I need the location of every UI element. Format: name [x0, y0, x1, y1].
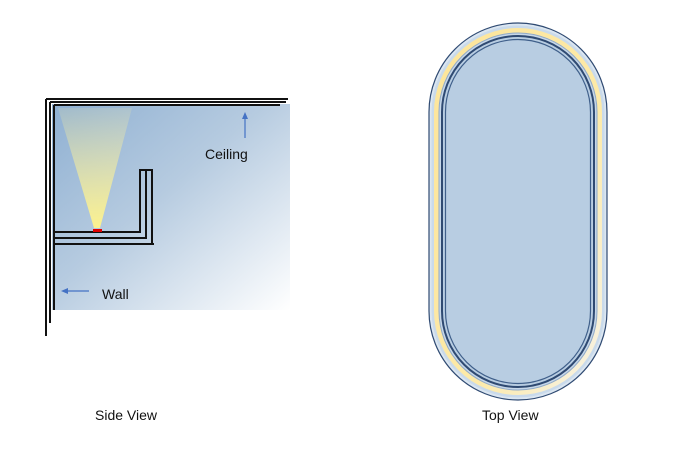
- wall-lines: [45, 99, 55, 336]
- wall-label: Wall: [102, 286, 129, 302]
- cove-shelf: [54, 169, 154, 245]
- side-view-caption: Side View: [95, 407, 158, 423]
- inner-outline-mid: [444, 38, 592, 385]
- led-strip: [93, 229, 102, 232]
- light-beam: [58, 108, 132, 228]
- top-view-diagram: [428, 22, 608, 401]
- ceiling-arrow-icon: [242, 112, 248, 138]
- ceiling-lines: [46, 98, 288, 106]
- side-view-diagram: [45, 98, 290, 336]
- wall-arrow-icon: [61, 288, 89, 294]
- ceiling-label: Ceiling: [205, 146, 248, 162]
- top-view-caption: Top View: [482, 407, 539, 423]
